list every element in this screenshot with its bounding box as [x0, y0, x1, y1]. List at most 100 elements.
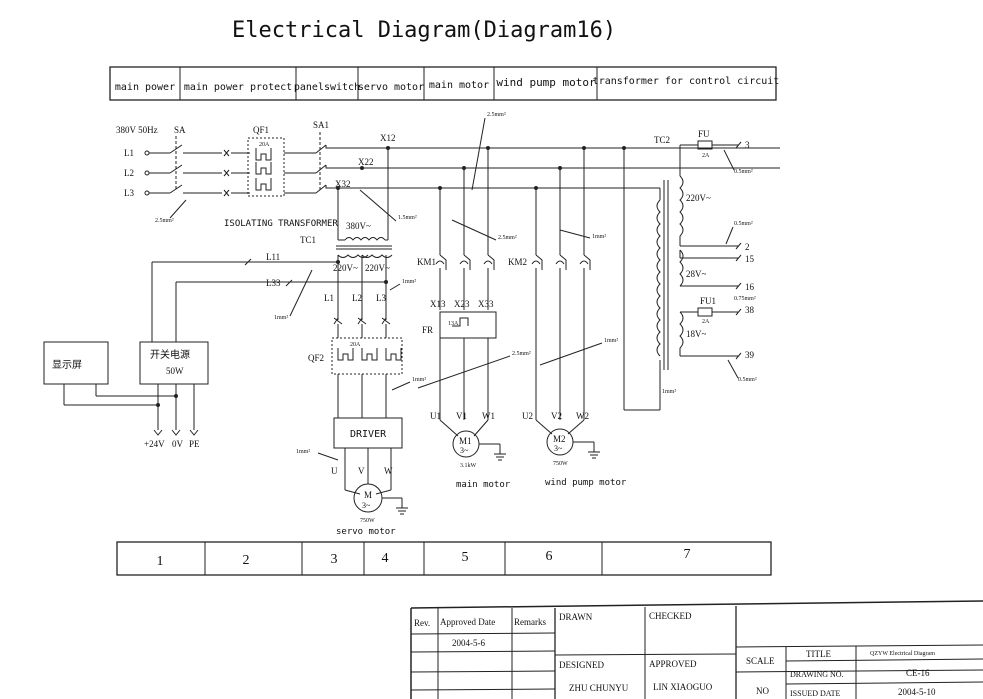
no-label: NO	[756, 686, 769, 696]
footer-numbers: 1 2 3 4 5 6 7	[116, 541, 772, 576]
servo-power-label: 750W	[360, 518, 375, 524]
wire-size-fu: 0.5mm²	[734, 169, 753, 175]
drawing-no-value: CE-16	[906, 668, 930, 678]
l11-label: L11	[266, 252, 280, 262]
tc1-l1-label: L1	[324, 293, 334, 303]
qf1-label: QF1	[253, 125, 269, 135]
fr-rating: 13A	[448, 321, 459, 327]
drawn-label: DRAWN	[559, 612, 593, 622]
l1-label: L1	[124, 148, 134, 158]
l3-label: L3	[124, 188, 134, 198]
supply-label: 380V 50Hz	[116, 125, 158, 135]
terminal-16: 16	[745, 282, 755, 292]
qf1-breaker: QF1 20A	[247, 125, 316, 197]
main-power-input: 380V 50Hz SA L1 L2 L3 2.5mm²	[116, 125, 250, 224]
km2-label: KM2	[508, 257, 527, 267]
title-value: QZYW Electrical Diagram	[870, 651, 935, 657]
wire-size-km2-out: 1mm²	[604, 338, 618, 344]
servo-v-label: V	[358, 466, 365, 476]
qf2-rating: 20A	[350, 342, 361, 348]
header-panel-switch: panelswitch	[294, 82, 360, 93]
m1-label: M1	[459, 436, 472, 446]
m2-label: M2	[553, 434, 566, 444]
servo-phase-label: 3~	[362, 501, 371, 510]
m1-power-label: 3.1kW	[460, 463, 477, 469]
sa-label: SA	[174, 125, 186, 135]
servo-w-label: W	[384, 466, 393, 476]
v220-control-label: 220V~	[686, 193, 711, 203]
wind-pump-motor-label: wind pump motor	[545, 478, 627, 488]
approved-date-value: 2004-5-6	[452, 638, 485, 648]
section-number-5: 5	[462, 550, 469, 565]
psu-label: 开关电源	[150, 348, 190, 361]
v220-right-label: 220V~	[365, 263, 390, 273]
qf1-rating: 20A	[259, 142, 270, 148]
v380-label: 380V~	[346, 221, 371, 231]
wire-size-km2: 1mm²	[592, 234, 606, 240]
diagram-title: Electrical Diagram(Diagram16)	[232, 18, 616, 43]
title-label: TITLE	[806, 649, 831, 659]
main-motor-label: main motor	[456, 480, 511, 490]
designed-label: DESIGNED	[559, 660, 604, 670]
x33-label: X33	[478, 299, 494, 309]
tc2-transformer: TC2 FU 2A 3 0.5mm² 220V~ 2 0.5mm²	[654, 129, 757, 383]
x12-label: X12	[380, 133, 396, 143]
plus24v-label: +24V	[144, 439, 165, 449]
tc1-l2-label: L2	[352, 293, 362, 303]
display-label: 显示屏	[52, 359, 82, 371]
wire-size-input: 2.5mm²	[155, 218, 174, 224]
sa1-panel-switch: SA1 X12 X22 X32	[313, 120, 780, 194]
u1-label: U1	[430, 411, 441, 421]
approver-name: LIN XIAOGUO	[653, 682, 713, 692]
qf2-label: QF2	[308, 353, 324, 363]
main-motor-branch: KM1 X13 X23 X33 FR 13A 2.5mm² U1 V1 W1 M…	[417, 146, 531, 490]
x13-label: X13	[430, 299, 446, 309]
section-number-6: 6	[546, 549, 553, 564]
wire-size-fr: 2.5mm²	[512, 351, 531, 357]
approved-label: APPROVED	[649, 659, 697, 669]
header-main-power: main power	[115, 82, 175, 93]
checked-label: CHECKED	[649, 611, 692, 621]
section-number-4: 4	[382, 551, 389, 566]
terminal-3: 3	[745, 140, 750, 150]
terminal-2: 2	[745, 242, 750, 252]
driver-label: DRIVER	[350, 429, 387, 440]
power-supply-group: 开关电源 50W 显示屏 +24V 0V PE	[43, 261, 250, 449]
terminal-38: 38	[745, 305, 755, 315]
section-number-7: 7	[684, 547, 691, 562]
header-sections: main power main power protect panelswitc…	[109, 66, 779, 101]
m1-phase-label: 3~	[460, 446, 469, 455]
wire-size-tc1: 1.5mm²	[398, 215, 417, 221]
v28-label: 28V~	[686, 269, 706, 279]
rev-header: Rev.	[414, 618, 430, 628]
wire-size-t2: 0.5mm²	[734, 221, 753, 227]
section-number-3: 3	[331, 552, 338, 567]
header-servo-motor: servo motor	[358, 82, 424, 93]
fu1-label: FU1	[700, 296, 716, 306]
header-main-power-protect: main power protect	[184, 82, 292, 93]
wire-size-t39: 0.5mm²	[738, 377, 757, 383]
drawing-no-label: DRAWING NO.	[790, 670, 844, 679]
u2-label: U2	[522, 411, 533, 421]
km1-label: KM1	[417, 257, 436, 267]
wire-size-km1: 2.5mm²	[498, 235, 517, 241]
wire-size-l33: 1mm²	[402, 279, 416, 285]
v220-left-label: 220V~	[333, 263, 358, 273]
wire-size-tc2: 1mm²	[662, 389, 676, 395]
tc1-label: TC1	[300, 235, 316, 245]
issued-date-value: 2004-5-10	[898, 687, 936, 697]
v2-label: V2	[551, 411, 562, 421]
approved-date-header: Approved Date	[440, 617, 495, 627]
wire-size-driver: 1mm²	[296, 449, 310, 455]
tc2-label: TC2	[654, 135, 670, 145]
header-main-motor: main motor	[429, 80, 489, 91]
wire-size-callouts-upper: 2.5mm² 1.5mm² 2.5mm² 1mm²	[359, 112, 606, 241]
x32-label: X32	[335, 179, 351, 189]
wire-size-qf2: 1mm²	[412, 377, 426, 383]
section-number-1: 1	[157, 554, 164, 569]
section-number-2: 2	[243, 553, 250, 568]
tc1-l3-label: L3	[376, 293, 386, 303]
designer-name: ZHU CHUNYU	[569, 683, 629, 693]
wire-size-l11: 1mm²	[274, 315, 288, 321]
servo-u-label: U	[331, 466, 338, 476]
